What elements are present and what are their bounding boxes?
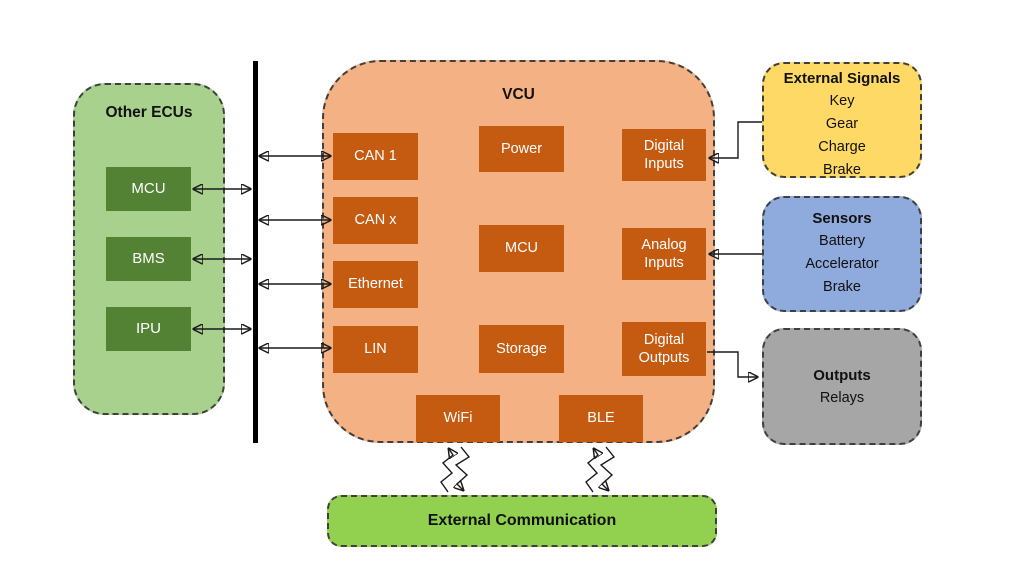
arrow-signals-digital-inputs	[710, 121, 762, 158]
bus-line	[253, 61, 258, 443]
vcu-chip-ble: BLE	[559, 395, 643, 442]
vcu-chip-can1: CAN 1	[333, 133, 418, 180]
external-signal-item: Charge	[818, 139, 866, 155]
outputs-box: Outputs Relays	[762, 328, 922, 445]
vcu-chip-lin: LIN	[333, 326, 418, 373]
sensor-item: Accelerator	[805, 256, 879, 272]
external-communication-title: External Communication	[427, 512, 617, 529]
vcu-chip-ethernet: Ethernet	[333, 261, 418, 308]
external-signals-box: External Signals Key Gear Charge Brake	[762, 62, 922, 178]
wireless-arrow-wifi-down	[456, 446, 471, 490]
external-signal-item: Brake	[823, 162, 861, 178]
external-signal-item: Gear	[825, 116, 859, 132]
ecu-chip-ipu: IPU	[106, 307, 191, 351]
vcu-chip-digital-outputs: Digital Outputs	[622, 322, 706, 376]
vcu-title: VCU	[502, 86, 535, 103]
wireless-arrow-ble-down	[601, 446, 616, 490]
ecu-chip-mcu: MCU	[106, 167, 191, 211]
other-ecus-title: Other ECUs	[105, 104, 193, 121]
sensors-title: Sensors	[812, 210, 872, 227]
sensor-item: Brake	[823, 279, 861, 295]
vcu-chip-storage: Storage	[479, 325, 564, 373]
external-communication-box: External Communication	[327, 495, 717, 547]
vcu-chip-canx: CAN x	[333, 197, 418, 244]
ecu-chip-bms: BMS	[106, 237, 191, 281]
vcu-chip-analog-inputs: Analog Inputs	[622, 228, 706, 280]
external-signal-item: Key	[829, 93, 855, 109]
sensor-item: Battery	[819, 233, 865, 249]
vcu-chip-power: Power	[479, 126, 564, 172]
wireless-arrow-wifi-up	[440, 449, 453, 493]
external-signals-title: External Signals	[783, 70, 901, 87]
other-ecus-panel: Other ECUs	[73, 83, 225, 415]
vcu-chip-digital-inputs: Digital Inputs	[622, 129, 706, 181]
vcu-chip-wifi: WiFi	[416, 395, 500, 442]
sensors-box: Sensors Battery Accelerator Brake	[762, 196, 922, 312]
outputs-title: Outputs	[813, 366, 871, 384]
wireless-arrow-ble-up	[585, 449, 598, 493]
vcu-chip-mcu: MCU	[479, 225, 564, 272]
output-item: Relays	[819, 389, 865, 406]
